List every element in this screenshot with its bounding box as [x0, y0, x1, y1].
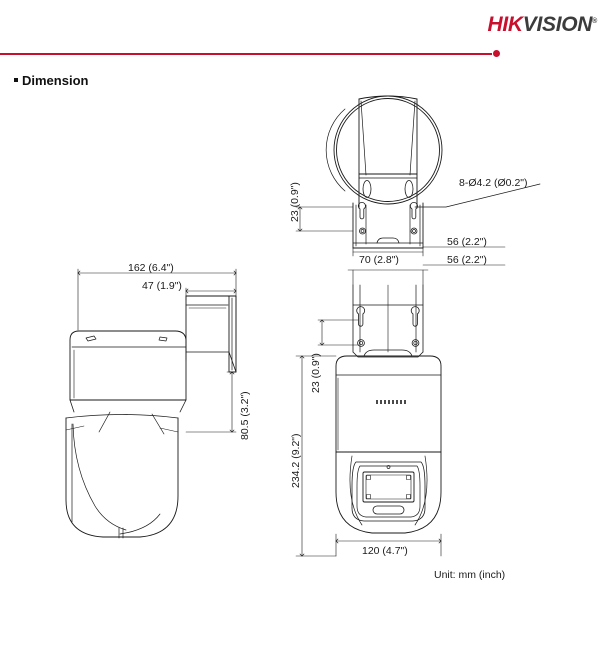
front-view-drawing — [295, 284, 442, 557]
hikvision-logo: HIKVISION® — [487, 14, 597, 35]
side-view-drawing — [65, 268, 237, 539]
logo-hik-text: HIK — [487, 13, 523, 36]
page-title: Dimension — [14, 74, 88, 87]
dim-side-length-47: 47 (1.9") — [142, 280, 182, 292]
dim-top-width-56-b: 56 (2.2") — [447, 254, 487, 266]
dim-side-length-162: 162 (6.4") — [128, 262, 174, 274]
dim-front-width-120: 120 (4.7") — [362, 545, 408, 557]
top-view-drawing — [295, 95, 541, 286]
section-title-label: Dimension — [22, 73, 89, 88]
dim-side-height-80-5: 80.5 (3.2") — [239, 391, 251, 440]
speaker-grille-dots — [376, 400, 406, 404]
dim-hole-callout: 8-Ø4.2 (Ø0.2") — [459, 177, 528, 189]
logo-vision-text: VISION — [522, 13, 593, 36]
dim-front-bracket-23: 23 (0.9") — [310, 353, 322, 393]
header-accent-dot — [493, 50, 500, 57]
dim-front-height-234-2: 234.2 (9.2") — [290, 433, 302, 488]
dim-top-width-70: 70 (2.8") — [359, 254, 399, 266]
unit-note: Unit: mm (inch) — [434, 569, 506, 581]
bullet-square-icon — [14, 78, 18, 82]
dim-top-width-56-a: 56 (2.2") — [447, 236, 487, 248]
dim-top-depth-23: 23 (0.9") — [289, 182, 301, 222]
header-divider — [0, 53, 492, 55]
registered-trademark-icon: ® — [592, 18, 597, 25]
